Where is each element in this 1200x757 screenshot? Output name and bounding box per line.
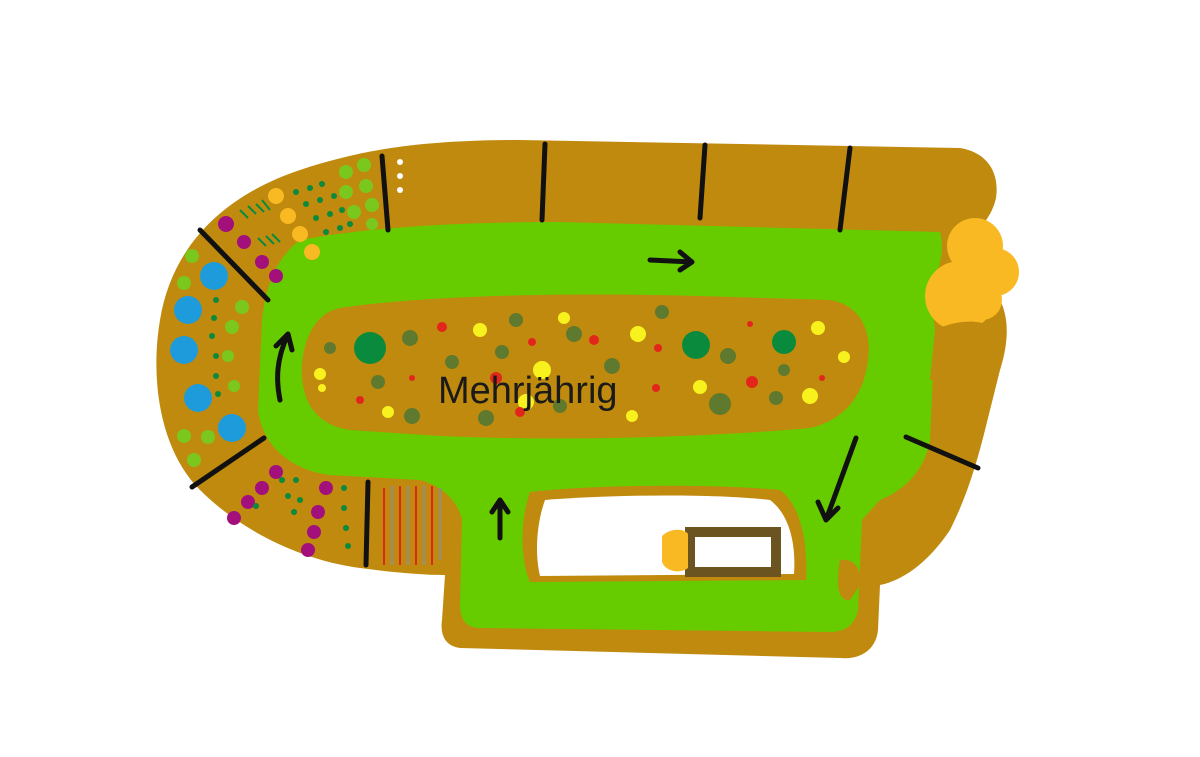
right-bed (930, 321, 1004, 380)
perennial-red (356, 321, 825, 417)
perennial-yellow (314, 312, 850, 422)
yellow-shrub (925, 218, 1019, 331)
arrow-up-icon (489, 497, 511, 541)
blue-plants (170, 262, 246, 442)
bench-frame (685, 527, 781, 577)
green-hatch-plants (239, 199, 281, 247)
arrow-up-left-icon (273, 331, 295, 403)
orange-plants (268, 188, 320, 260)
arrow-down-icon (815, 435, 859, 523)
bench-cushion (662, 529, 688, 572)
light-green-plants (177, 158, 379, 467)
perennial-olive (324, 305, 790, 426)
small-green-plants (209, 181, 353, 549)
perennial-dark-green (354, 330, 796, 364)
white-plants (397, 159, 403, 193)
purple-plants (218, 216, 333, 557)
bed-divider-lines (189, 141, 981, 568)
arrow-right-icon (647, 249, 695, 273)
path-arrows (273, 249, 859, 541)
soil-notch (838, 559, 861, 601)
striped-bed (383, 486, 441, 565)
center-bed-label: Mehrjährig (438, 370, 618, 412)
